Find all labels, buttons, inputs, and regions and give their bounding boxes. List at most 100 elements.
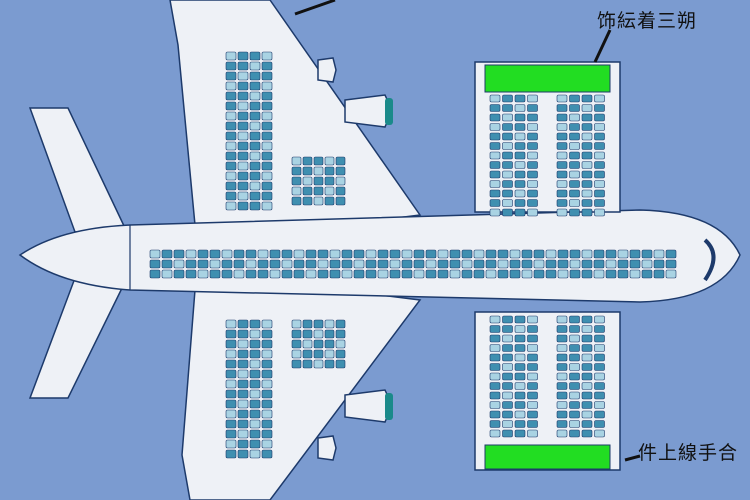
seat[interactable] (249, 171, 261, 181)
seat[interactable] (291, 176, 302, 186)
seat[interactable] (225, 399, 237, 409)
seat[interactable] (556, 382, 568, 390)
seat[interactable] (489, 94, 501, 103)
seat[interactable] (293, 269, 305, 279)
seat[interactable] (237, 329, 249, 339)
seat[interactable] (629, 259, 641, 269)
seat[interactable] (527, 334, 538, 343)
seat[interactable] (521, 269, 533, 279)
seat[interactable] (556, 372, 568, 381)
seat[interactable] (249, 91, 261, 101)
seat[interactable] (545, 249, 557, 259)
seat[interactable] (425, 259, 437, 269)
seat[interactable] (313, 156, 324, 166)
seat[interactable] (335, 166, 346, 176)
seat[interactable] (413, 249, 425, 259)
seat[interactable] (302, 349, 313, 359)
seat[interactable] (514, 420, 526, 428)
seat[interactable] (502, 363, 513, 371)
seat[interactable] (261, 91, 273, 101)
seat[interactable] (514, 189, 526, 198)
seat[interactable] (581, 94, 593, 103)
seat[interactable] (261, 71, 273, 81)
seat[interactable] (527, 353, 538, 362)
seat[interactable] (665, 259, 677, 269)
seat[interactable] (269, 249, 281, 259)
seat[interactable] (237, 339, 249, 349)
seat[interactable] (233, 269, 245, 279)
seat[interactable] (249, 61, 261, 71)
seat[interactable] (533, 269, 545, 279)
seat[interactable] (237, 161, 249, 171)
seat[interactable] (502, 391, 513, 400)
seat[interactable] (237, 201, 249, 211)
seat[interactable] (502, 132, 513, 141)
seat[interactable] (261, 151, 273, 161)
seat[interactable] (594, 94, 605, 103)
seat[interactable] (569, 151, 580, 160)
seat[interactable] (261, 349, 273, 359)
seat[interactable] (313, 176, 324, 186)
seat[interactable] (569, 344, 580, 352)
seat[interactable] (149, 249, 161, 259)
seat[interactable] (209, 249, 221, 259)
seat[interactable] (502, 113, 513, 122)
seat[interactable] (569, 94, 580, 103)
seat[interactable] (437, 249, 449, 259)
seat[interactable] (617, 249, 629, 259)
seat[interactable] (185, 269, 197, 279)
seat[interactable] (249, 71, 261, 81)
seat[interactable] (302, 329, 313, 339)
seat[interactable] (237, 141, 249, 151)
seat[interactable] (237, 181, 249, 191)
seat[interactable] (302, 176, 313, 186)
seat[interactable] (302, 319, 313, 329)
seat[interactable] (594, 161, 605, 169)
seat[interactable] (569, 249, 581, 259)
seat[interactable] (556, 104, 568, 112)
seat[interactable] (594, 382, 605, 390)
seat[interactable] (489, 104, 501, 112)
seat[interactable] (594, 372, 605, 381)
seat[interactable] (257, 259, 269, 269)
seat[interactable] (353, 259, 365, 269)
seat[interactable] (377, 259, 389, 269)
seat[interactable] (581, 151, 593, 160)
seat[interactable] (149, 259, 161, 269)
seat[interactable] (594, 113, 605, 122)
seat[interactable] (261, 141, 273, 151)
seat[interactable] (401, 259, 413, 269)
seat[interactable] (377, 249, 389, 259)
seat[interactable] (329, 269, 341, 279)
seat[interactable] (437, 259, 449, 269)
seat[interactable] (514, 391, 526, 400)
seat[interactable] (514, 170, 526, 179)
seat[interactable] (509, 259, 521, 269)
seat[interactable] (261, 409, 273, 419)
seat[interactable] (581, 269, 593, 279)
seat[interactable] (489, 325, 501, 333)
seat[interactable] (514, 151, 526, 160)
seat[interactable] (245, 259, 257, 269)
seat[interactable] (509, 269, 521, 279)
seat[interactable] (449, 269, 461, 279)
seat[interactable] (225, 449, 237, 459)
seat[interactable] (249, 131, 261, 141)
seat[interactable] (249, 329, 261, 339)
seat[interactable] (473, 269, 485, 279)
seat[interactable] (502, 401, 513, 409)
seat[interactable] (261, 319, 273, 329)
seat[interactable] (594, 132, 605, 141)
seat[interactable] (527, 410, 538, 419)
seat[interactable] (313, 329, 324, 339)
seat[interactable] (249, 191, 261, 201)
seat[interactable] (302, 186, 313, 196)
seat[interactable] (237, 449, 249, 459)
seat[interactable] (581, 315, 593, 324)
seat[interactable] (581, 199, 593, 207)
seat[interactable] (225, 439, 237, 449)
seat[interactable] (291, 319, 302, 329)
seat[interactable] (437, 269, 449, 279)
seat[interactable] (249, 449, 261, 459)
seat[interactable] (225, 379, 237, 389)
